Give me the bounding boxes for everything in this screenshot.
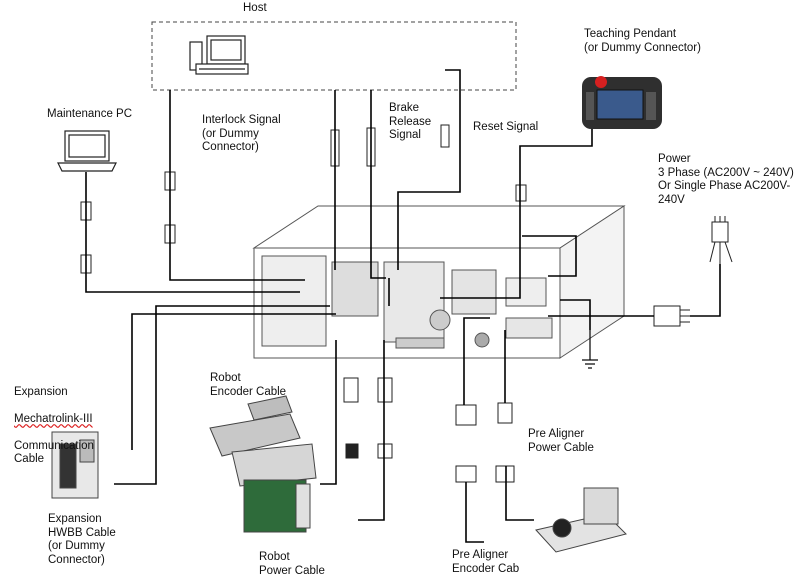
pre-aligner-icon — [535, 487, 627, 553]
label-reset-signal: Reset Signal — [473, 121, 539, 133]
servo-drive-icon — [51, 431, 99, 499]
laptop-icon — [57, 130, 117, 172]
robot-icon — [209, 395, 317, 533]
label-pre-aligner-power-cable: Pre Aligner Power Cable — [528, 428, 594, 454]
controller-unit-icon — [252, 205, 626, 359]
label-communication-cable: Communication Cable — [14, 439, 94, 466]
label-mechatrolink: Mechatrolink-III — [14, 412, 93, 425]
teaching-pendant-icon — [582, 76, 662, 129]
label-host: Host — [243, 2, 267, 14]
label-expansion-mechatrolink: Expansion Mechatrolink-III Communication… — [14, 372, 94, 467]
label-power: Power 3 Phase (AC200V ~ 240V) Or Single … — [658, 153, 794, 206]
label-maintenance-pc: Maintenance PC — [47, 108, 133, 120]
label-interlock-signal: Interlock Signal (or Dummy Connector) — [202, 114, 281, 153]
desktop-pc-icon — [189, 35, 249, 75]
cable-lines — [85, 69, 721, 543]
label-robot-encoder-cable: Robot Encoder Cable — [210, 372, 287, 398]
label-expansion-prefix: Expansion — [14, 385, 68, 398]
label-brake-release-signal: Brake Release Signal — [389, 102, 432, 141]
label-expansion-hwbb-cable: Expansion HWBB Cable (or Dummy Connector… — [48, 513, 116, 566]
ground-icon — [582, 330, 598, 369]
host-box — [151, 21, 517, 91]
label-robot-power-cable: Robot Power Cable — [259, 551, 325, 577]
label-teaching-pendant: Teaching Pendant (or Dummy Connector) — [584, 28, 701, 54]
label-pre-aligner-encoder-cable: Pre Aligner Encoder Cab — [452, 549, 520, 575]
